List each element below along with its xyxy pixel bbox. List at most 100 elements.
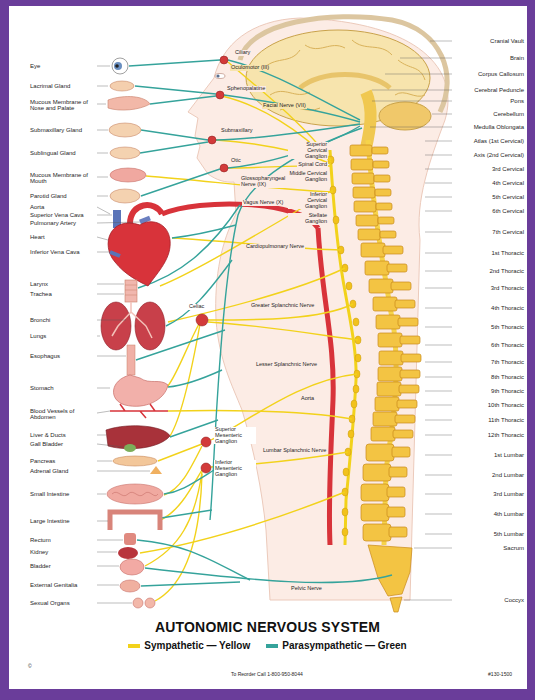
nerve-label: Superior Cervical Ganglion bbox=[288, 142, 328, 159]
parasympathetic-nerves-part bbox=[145, 568, 392, 583]
legend-item: Parasympathetic — Green bbox=[266, 640, 407, 651]
ganglia-part bbox=[220, 56, 228, 64]
nerve-label: Otic bbox=[230, 158, 242, 164]
organ-label: Kidney bbox=[30, 549, 48, 555]
vertebrae-part bbox=[380, 231, 396, 238]
organs-part bbox=[101, 302, 131, 350]
vertebrae-part bbox=[387, 264, 407, 272]
organ-label: Trachea bbox=[30, 291, 52, 297]
sympathetic-nerves-part bbox=[208, 304, 353, 320]
organs-part bbox=[109, 123, 141, 137]
vertebrae-part bbox=[389, 527, 407, 537]
organs-part bbox=[107, 484, 163, 504]
parasympathetic-nerves-part bbox=[137, 540, 250, 580]
parasympathetic-nerves-part bbox=[210, 128, 362, 520]
parasympathetic-nerves-part bbox=[141, 169, 220, 196]
anatomy-label: 7th Thoracic bbox=[491, 359, 524, 365]
legend-swatch bbox=[128, 644, 140, 648]
vertebrae bbox=[350, 145, 421, 612]
sympathetic-chain-part-part bbox=[342, 528, 348, 536]
organs-part bbox=[118, 547, 138, 559]
organ-label: Blood Vessels of Abdomen bbox=[30, 408, 94, 421]
vertebrae-part bbox=[383, 246, 403, 254]
vertebrae-part bbox=[387, 507, 405, 517]
organs-part bbox=[106, 426, 170, 449]
organ-label: Pulmonary Artery bbox=[30, 220, 76, 226]
organs-part bbox=[127, 345, 135, 375]
organs-part bbox=[113, 456, 157, 466]
anatomy-label: 1st Thoracic bbox=[491, 250, 524, 256]
organ-label: Lacrimal Gland bbox=[30, 83, 70, 89]
anatomy-label: 11th Thoracic bbox=[488, 417, 524, 423]
anatomy-label: Coccyx bbox=[504, 597, 524, 603]
vertebrae-part bbox=[352, 173, 374, 184]
vertebrae-part bbox=[395, 300, 415, 308]
organs-part bbox=[145, 598, 155, 608]
brain bbox=[240, 17, 447, 148]
ganglia-part bbox=[196, 314, 208, 326]
vertebrae-part bbox=[361, 243, 385, 257]
vertebrae-part bbox=[353, 187, 375, 198]
organs-part bbox=[108, 97, 150, 111]
face-eye bbox=[215, 74, 225, 79]
anatomy-label: Cerebral Peduncle bbox=[474, 87, 524, 93]
nerve-label: Vagus Nerve (X) bbox=[242, 200, 284, 206]
vertebrae-part bbox=[377, 382, 401, 396]
organ-label: Stomach bbox=[30, 385, 54, 391]
nerve-label: Greater Splanchnic Nerve bbox=[250, 303, 315, 309]
anatomy-label: 5th Cervical bbox=[492, 194, 524, 200]
sympathetic-chain-part-part bbox=[333, 216, 339, 224]
vertebrae-part bbox=[376, 315, 400, 329]
vertebrae-part bbox=[378, 217, 394, 224]
vertebrae-part bbox=[401, 354, 421, 362]
anatomy-label: 3rd Lumbar bbox=[493, 491, 524, 497]
chart-title: AUTONOMIC NERVOUS SYSTEM bbox=[0, 619, 535, 635]
organ-label: Sexual Organs bbox=[30, 600, 70, 606]
organs-part bbox=[120, 559, 144, 575]
legend-item: Sympathetic — Yellow bbox=[128, 640, 250, 651]
vertebrae-part bbox=[363, 524, 391, 541]
organs-part bbox=[114, 62, 122, 70]
organ-label: Esophagus bbox=[30, 353, 60, 359]
anatomy-label: 2nd Lumbar bbox=[492, 472, 524, 478]
organs-part bbox=[112, 58, 128, 74]
organ-label: Small Intestine bbox=[30, 491, 69, 497]
vertebrae-part bbox=[397, 400, 417, 408]
vertebrae-part bbox=[350, 145, 372, 156]
sympathetic-nerves-part bbox=[208, 322, 358, 340]
nerve-label: Pelvic Nerve bbox=[290, 586, 323, 592]
nerve-label: Facial Nerve (VII) bbox=[262, 103, 307, 109]
vertebrae-part bbox=[361, 484, 389, 501]
vertebrae-part bbox=[365, 261, 389, 275]
vertebrae-part bbox=[354, 201, 376, 212]
sympathetic-nerves-part bbox=[168, 411, 352, 419]
vertebrae-part bbox=[368, 545, 412, 596]
legend-text: Sympathetic — Yellow bbox=[144, 640, 250, 651]
organs-part bbox=[133, 598, 143, 608]
parasympathetic-nerves-part bbox=[141, 582, 240, 586]
anatomy-label: 3rd Thoracic bbox=[491, 285, 524, 291]
vertebrae-part bbox=[371, 427, 395, 441]
vertebrae-part bbox=[400, 370, 420, 378]
ganglia bbox=[196, 56, 228, 473]
brain-part bbox=[262, 40, 425, 110]
nerve-label: Oculomotor (III) bbox=[230, 65, 270, 71]
parasympathetic-nerves-part bbox=[168, 370, 222, 387]
vertebrae-part bbox=[389, 467, 407, 477]
nerve-label: Inferior Mesenteric Ganglion bbox=[214, 460, 256, 477]
sympathetic-chain-part bbox=[328, 156, 361, 536]
parasympathetic-nerves-part bbox=[224, 95, 360, 122]
parasympathetic-nerves-part bbox=[170, 420, 218, 437]
brain-part bbox=[366, 92, 371, 148]
organs-part bbox=[150, 466, 162, 474]
vertebrae-part bbox=[373, 297, 397, 311]
organ-label: Rectum bbox=[30, 537, 51, 543]
organ-label: Larynx bbox=[30, 281, 48, 287]
vertebrae-part bbox=[391, 282, 411, 290]
vertebrae-part bbox=[392, 447, 410, 457]
legend-swatch bbox=[266, 644, 278, 648]
vertebrae-part bbox=[400, 336, 420, 344]
parasympathetic-nerves-part bbox=[135, 86, 216, 94]
vertebrae-part bbox=[376, 203, 392, 210]
footer-text: © bbox=[28, 664, 32, 669]
